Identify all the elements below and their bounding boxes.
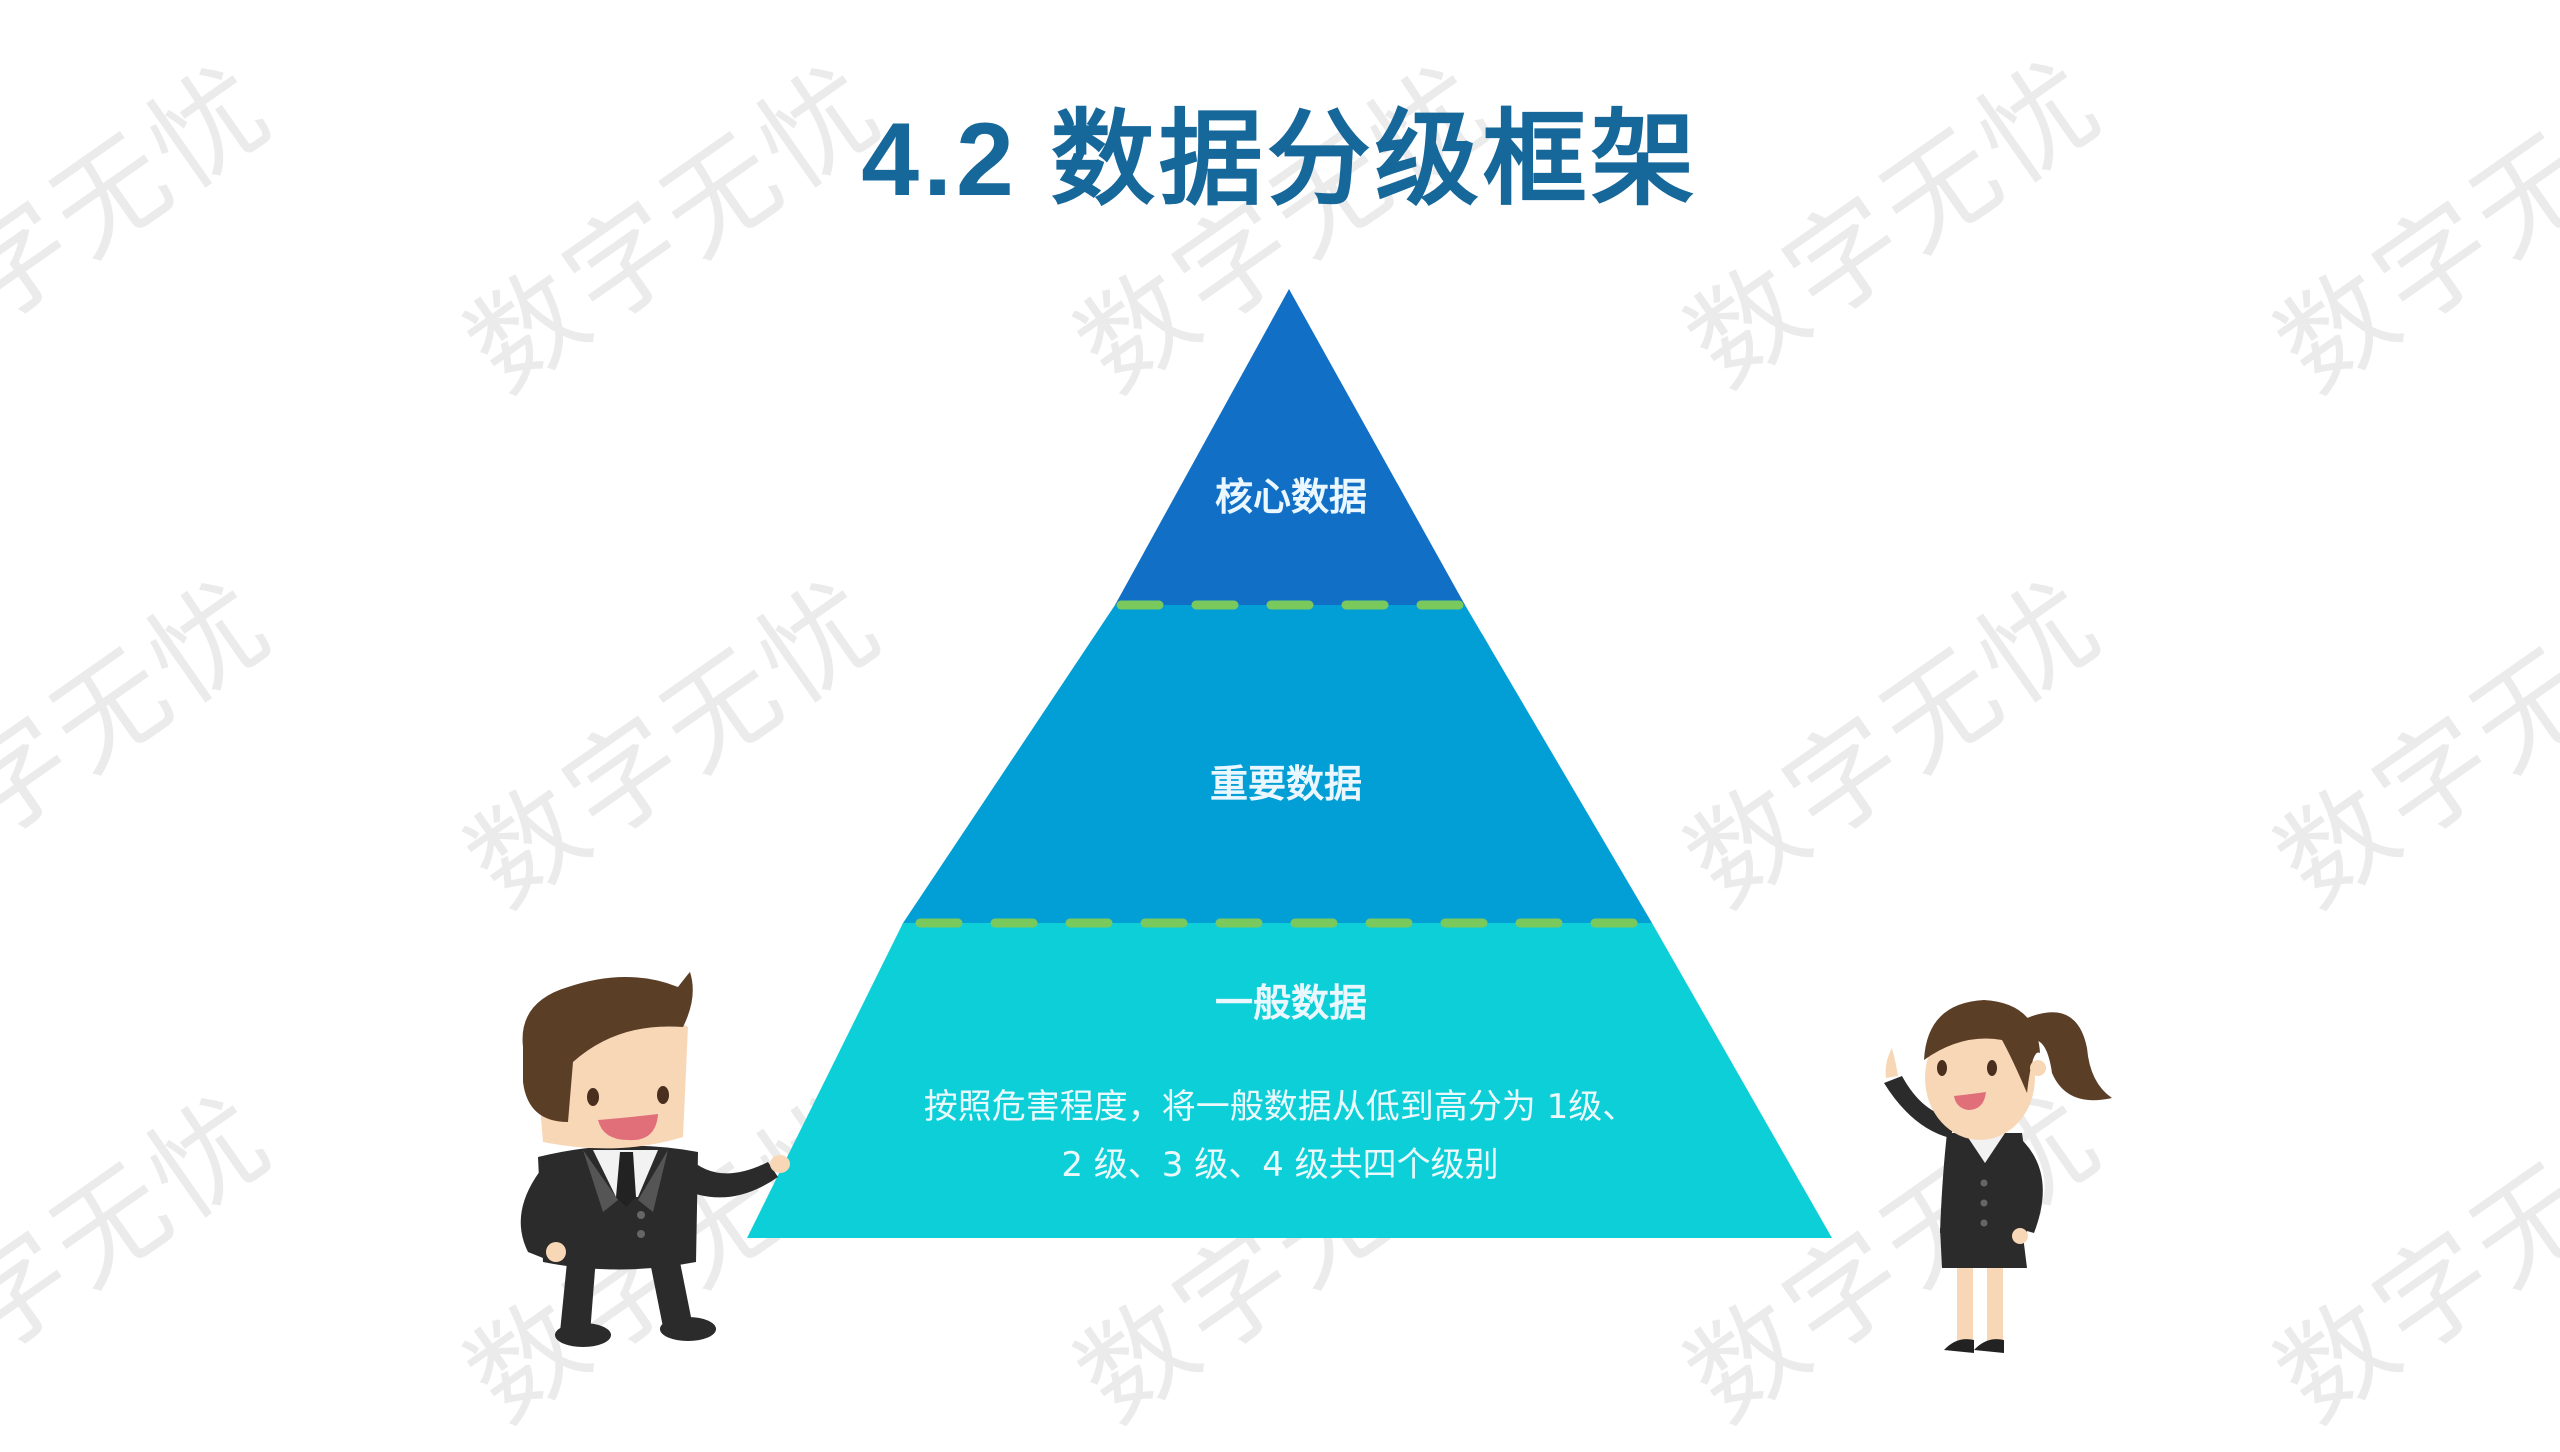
slide-title: 4.2 数据分级框架 <box>861 102 1699 218</box>
pyramid-tier-general <box>747 923 1832 1238</box>
tier-description-general: 按照危害程度，将一般数据从低到高分为 1级、 2 级、3 级、4 级共四个级别 <box>880 1078 1680 1194</box>
tier-label-general: 一般数据 <box>1214 981 1368 1025</box>
tier-label-important: 重要数据 <box>1209 762 1363 806</box>
pyramid-tier-core <box>1115 289 1465 605</box>
businesswoman-illustration <box>1884 1000 2112 1353</box>
tier-label-core: 核心数据 <box>1214 475 1368 519</box>
description-line: 按照危害程度，将一般数据从低到高分为 1级、 <box>923 1087 1637 1127</box>
pyramid-tier-important <box>903 605 1652 923</box>
description-line: 2 级、3 级、4 级共四个级别 <box>1061 1145 1499 1185</box>
businessman-illustration <box>520 972 790 1347</box>
